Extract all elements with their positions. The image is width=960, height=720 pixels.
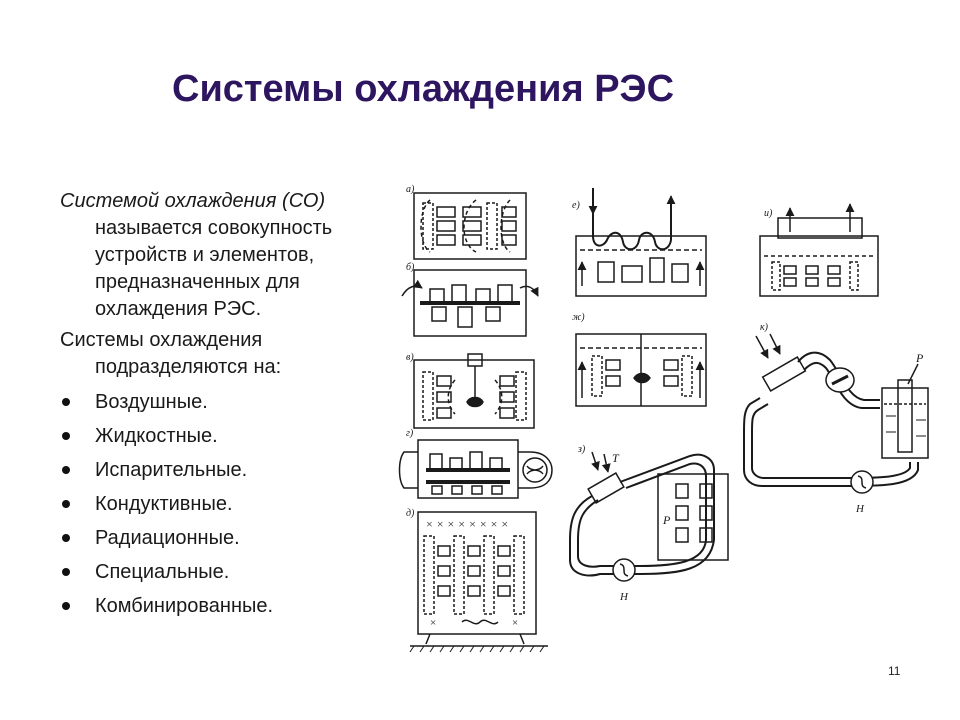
list-item-label: Жидкостные. (95, 425, 218, 447)
definition-paragraph: Системой охлаждения (СО) называется сово… (60, 188, 390, 323)
bullet-dot (62, 466, 70, 474)
bullet-dot (62, 398, 70, 406)
component-label-p2: Р (915, 351, 924, 365)
bullet-dot (62, 500, 70, 508)
panel-label-a: а) (406, 184, 415, 195)
bullet-dot (62, 432, 70, 440)
slide-title: Системы охлаждения РЭС (172, 68, 675, 110)
list-item-label: Специальные. (95, 561, 230, 583)
scheme-e: д) ×××××××× × × (406, 508, 548, 653)
panel-label-f: е) (572, 200, 580, 211)
page-number: 11 (888, 664, 901, 678)
list-item: Жидкостные. (60, 419, 390, 453)
list-item: Кондуктивные. (60, 487, 390, 521)
component-label-t: Т (612, 451, 620, 465)
panel-label-c: в) (406, 352, 414, 363)
scheme-d: г) (398, 428, 553, 499)
text-block: Системой охлаждения (СО) называется сово… (60, 188, 390, 623)
bullet-dot (62, 602, 70, 610)
svg-text:×: × (512, 617, 518, 629)
panel-label-k: к) (760, 322, 769, 333)
svg-text:××××××××: ×××××××× (426, 517, 512, 531)
list-item: Комбинированные. (60, 589, 390, 623)
list-item-label: Радиационные. (95, 527, 240, 549)
list-item-label: Комбинированные. (95, 595, 274, 617)
scheme-b: б) (401, 262, 539, 337)
cooling-types-list: Воздушные. Жидкостные. Испарительные. Ко… (60, 385, 390, 623)
list-item: Воздушные. (60, 385, 390, 419)
panel-label-d: г) (406, 428, 414, 439)
component-label-p1: Р (662, 513, 671, 527)
component-label-h1: Н (619, 591, 629, 603)
definition-term: Системой охлаждения (СО) (60, 190, 326, 212)
panel-label-h: з) (577, 444, 586, 455)
component-label-h2: Н (855, 503, 865, 515)
scheme-f: е) (572, 188, 707, 297)
scheme-c: в) (406, 352, 535, 429)
list-item-label: Кондуктивные. (95, 493, 233, 515)
bullet-dot (62, 568, 70, 576)
cooling-schemes-figure: а) б) в) (398, 184, 929, 653)
list-item: Испарительные. (60, 453, 390, 487)
panel-label-b: б) (406, 262, 415, 273)
panel-label-i: и) (764, 208, 773, 219)
scheme-a: а) (406, 184, 527, 260)
panel-label-g: ж) (572, 312, 585, 323)
list-item: Специальные. (60, 555, 390, 589)
list-item-label: Воздушные. (95, 391, 208, 413)
definition-text: называется совокупность устройств и элем… (95, 217, 333, 320)
panel-label-e: д) (406, 508, 415, 519)
scheme-h: з) Т Р Н (569, 444, 729, 603)
list-item: Радиационные. (60, 521, 390, 555)
scheme-i: и) (759, 203, 879, 297)
svg-text:×: × (430, 617, 436, 629)
scheme-k: к) Р Н (743, 322, 929, 515)
bullet-dot (62, 534, 70, 542)
list-item-label: Испарительные. (95, 459, 248, 481)
scheme-g: ж) (572, 312, 707, 407)
subdivision-paragraph: Системы охлаждения подразделяются на: (60, 329, 282, 378)
